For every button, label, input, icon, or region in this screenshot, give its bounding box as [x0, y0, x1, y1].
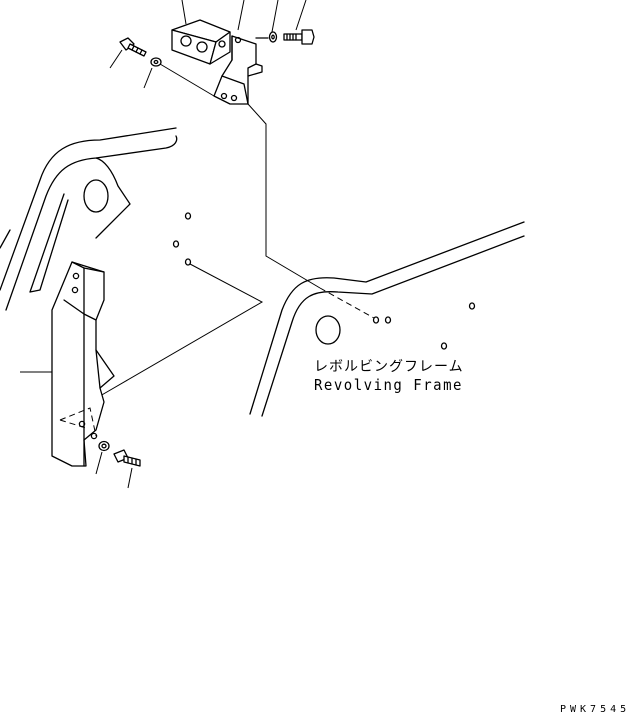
- valve-block: [171, 19, 231, 65]
- leader-line: [143, 67, 153, 89]
- washer: [268, 31, 278, 43]
- leader-line: [95, 451, 103, 475]
- frame-label-en: Revolving Frame: [314, 377, 463, 395]
- bolt: [113, 449, 141, 467]
- washer: [98, 440, 110, 452]
- bolt: [283, 29, 315, 45]
- leader-line: [295, 0, 307, 31]
- leader-line: [237, 0, 245, 31]
- mount-holes: [172, 212, 192, 266]
- guard-plate: [51, 261, 115, 467]
- leader-line: [271, 0, 279, 33]
- leader-line: [109, 49, 123, 69]
- frame-label-jp: レボルビングフレーム: [314, 359, 464, 375]
- bolt: [119, 37, 147, 57]
- mounting-bracket: [213, 35, 263, 105]
- left-frame-section: [0, 127, 178, 311]
- drawing-code: PWK7545: [560, 704, 630, 715]
- revolving-frame: [249, 221, 525, 417]
- leader-line: [127, 467, 133, 489]
- assembly-guide-line: [247, 103, 321, 289]
- top-bracket-assembly: [109, 0, 375, 319]
- washer: [150, 57, 162, 67]
- leader-line: [181, 0, 187, 25]
